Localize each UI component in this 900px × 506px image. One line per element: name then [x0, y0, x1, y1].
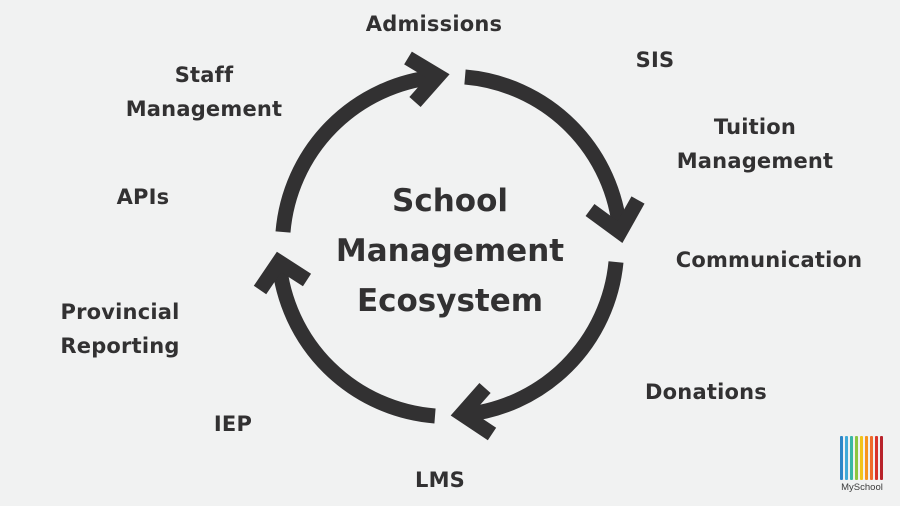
- node-label-line-2: Management: [676, 149, 834, 173]
- center-title-line-1: School: [392, 183, 508, 219]
- logo-bar: [845, 436, 848, 480]
- logo-bar: [855, 436, 858, 480]
- node-label: Admissions: [365, 12, 503, 36]
- logo-bar: [870, 436, 873, 480]
- node-admissions: Admissions: [354, 7, 514, 41]
- node-label-line-1: Staff: [174, 63, 234, 87]
- center-title-line-3: Ecosystem: [356, 283, 544, 319]
- logo-bar: [860, 436, 863, 480]
- node-staff-management: Staff Management: [112, 58, 296, 126]
- arrowhead-left-icon: [450, 383, 497, 441]
- center-title-line-2: Management: [335, 233, 565, 269]
- arc-arrow-bottom-right: [461, 261, 624, 423]
- logo-bar: [875, 436, 878, 480]
- logo-bar: [865, 436, 868, 480]
- node-label: SIS: [635, 48, 675, 72]
- node-label: Communication: [675, 248, 863, 272]
- node-label: LMS: [414, 468, 465, 492]
- node-label-line-2: Reporting: [60, 334, 180, 358]
- node-communication: Communication: [660, 243, 878, 277]
- logo-bar: [840, 436, 843, 480]
- myschool-logo: MySchool: [836, 432, 888, 498]
- node-label: APIs: [116, 185, 170, 209]
- node-tuition-management: Tuition Management: [665, 110, 845, 178]
- node-provincial-reporting: Provincial Reporting: [40, 295, 200, 363]
- arrowhead-up-icon: [253, 251, 312, 295]
- arc-arrow-top-left: [275, 69, 437, 233]
- node-label: Donations: [645, 380, 767, 404]
- node-label-line-1: Tuition: [713, 115, 797, 139]
- node-label: IEP: [213, 412, 253, 436]
- node-iep: IEP: [200, 407, 266, 441]
- arrowhead-down-icon: [585, 196, 645, 244]
- logo-bar: [850, 436, 853, 480]
- node-lms: LMS: [400, 463, 480, 497]
- arc-arrow-top-right: [464, 69, 628, 233]
- node-label-line-2: Management: [125, 97, 283, 121]
- center-title: School Management Ecosystem: [300, 176, 600, 326]
- logo-text: MySchool: [841, 482, 883, 493]
- logo-bars-icon: [840, 436, 884, 480]
- node-apis: APIs: [100, 180, 186, 214]
- node-sis: SIS: [620, 43, 690, 77]
- arrowhead-right-icon: [404, 51, 450, 107]
- node-label-line-1: Provincial: [60, 300, 180, 324]
- arc-arrow-bottom-left: [271, 261, 436, 424]
- node-donations: Donations: [635, 375, 777, 409]
- logo-bar: [880, 436, 883, 480]
